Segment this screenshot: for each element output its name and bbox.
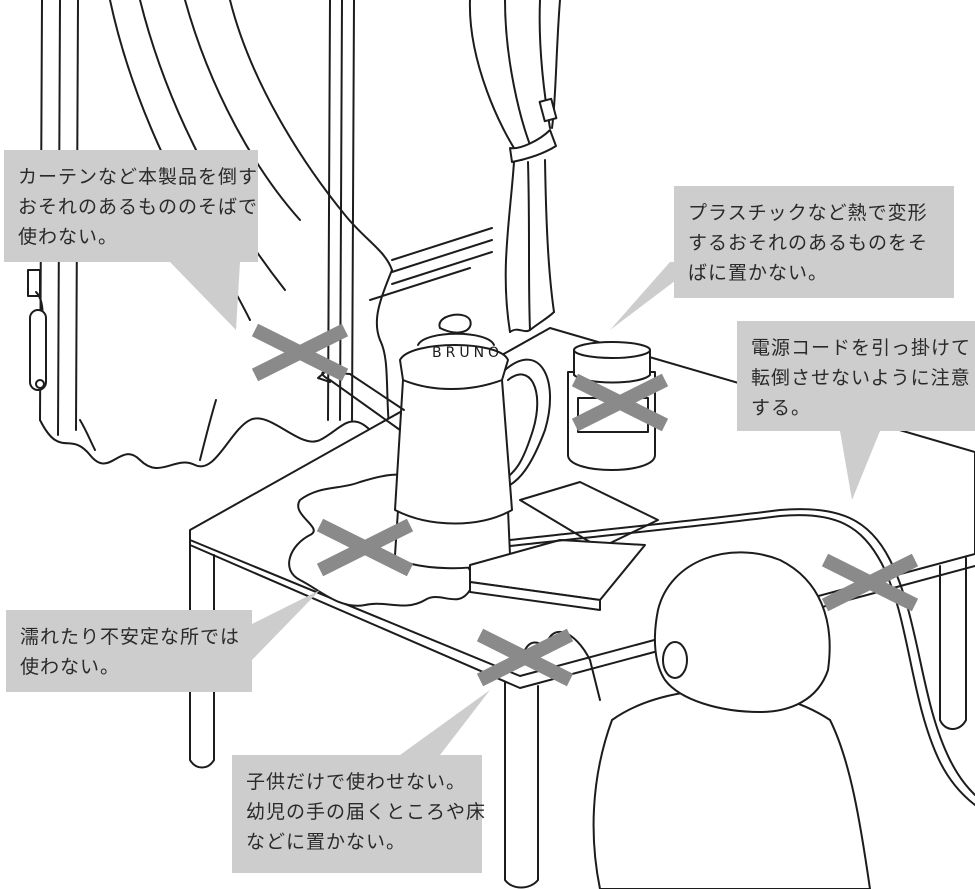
warning-line: 使わない。 — [18, 226, 119, 248]
warning-line: 使わない。 — [20, 656, 121, 678]
warning-line: 電源コードを引っ掛けて — [751, 337, 972, 359]
warning-children: 子供だけで使わせない。 幼児の手の届くところや床 などに置かない。 — [232, 755, 487, 873]
warning-line: ばに置かない。 — [688, 262, 829, 284]
window-frame — [327, 0, 493, 421]
warning-cord: 電源コードを引っ掛けて 転倒させないように注意 する。 — [737, 321, 975, 431]
warning-line: などに置かない。 — [246, 831, 407, 853]
warning-line: 幼児の手の届くところや床 — [246, 801, 487, 823]
warning-plastic: プラスチックなど熱で変形 するおそれのあるものをそ ばに置かない。 — [674, 186, 954, 298]
warning-line: おそれのあるもののそばで — [18, 196, 259, 218]
kettle — [317, 313, 551, 570]
child — [524, 551, 871, 889]
warning-line: する。 — [751, 397, 812, 419]
wall-hook — [27, 269, 47, 391]
right-curtain — [468, 0, 561, 333]
trays — [469, 481, 659, 611]
warning-line: 子供だけで使わせない。 — [246, 771, 467, 793]
warning-line: 濡れたり不安定な所では — [20, 626, 241, 648]
warning-line: プラスチックなど熱で変形 — [688, 202, 928, 224]
warning-curtain: カーテンなど本製品を倒す おそれのあるもののそばで 使わない。 — [4, 150, 258, 262]
warning-line: するおそれのあるものをそ — [688, 232, 929, 254]
power-cord — [509, 508, 975, 796]
warning-line: 転倒させないように注意 — [751, 367, 971, 389]
cross-mark-icon — [251, 323, 919, 687]
warning-wet-surface: 濡れたり不安定な所では 使わない。 — [6, 610, 252, 692]
warning-line: カーテンなど本製品を倒す — [18, 166, 259, 188]
kettle-logo: BRUNO — [432, 345, 503, 361]
